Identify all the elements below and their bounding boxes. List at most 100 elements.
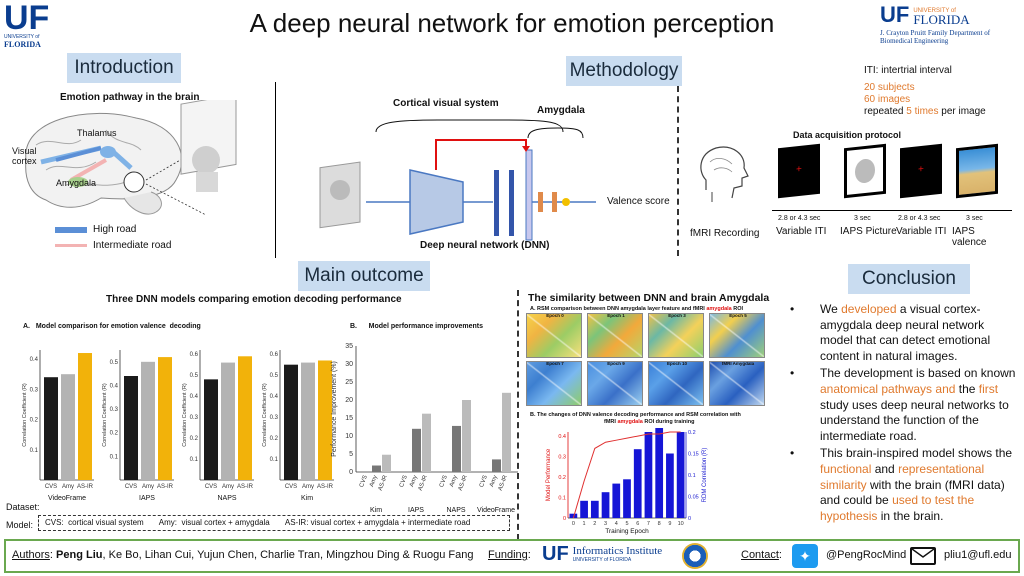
dataset-label: Dataset:	[6, 502, 40, 512]
rsm-matrix: fMRI Amygdala	[709, 361, 765, 406]
x-tick-label: AS-IR	[418, 474, 429, 492]
group-label: NAPS	[446, 507, 465, 514]
bar	[318, 360, 332, 480]
y-tick-label-right: 0.2	[688, 430, 696, 436]
iti-note: ITI: intertrial interval	[864, 65, 952, 76]
legend-intermediate-road: Intermediate road	[55, 240, 171, 251]
bar	[158, 357, 172, 480]
twitter-icon[interactable]: ✦	[792, 544, 818, 568]
bar	[422, 413, 431, 472]
x-tick-label: CVS	[285, 484, 297, 490]
panel-b-title: B. Model performance improvements	[350, 323, 484, 330]
bar	[623, 479, 631, 518]
rsm-matrix: Epoch 5	[709, 313, 765, 358]
x-tick-label: CVS	[479, 475, 489, 489]
y-tick-label: 0.4	[190, 394, 199, 400]
x-tick-label: 8	[658, 521, 661, 527]
y-tick-label: 0.5	[110, 360, 119, 366]
x-tick-label: 9	[668, 521, 671, 527]
y-tick-label: 0.2	[30, 418, 39, 424]
y-tick-label: 0.4	[270, 394, 279, 400]
y-tick-label: 30	[345, 361, 353, 368]
y-tick-label-left: 0.2	[558, 475, 566, 481]
uf-logo-right-text: UF	[880, 2, 910, 27]
rsm-epoch-label: fMRI Amygdala	[721, 361, 755, 366]
email-address[interactable]: pliu1@ufl.edu	[944, 549, 1012, 561]
y-tick-label: 35	[345, 343, 353, 350]
uf-logo-right-line1: UNIVERSITY of	[913, 8, 956, 14]
sim-sub-b-red: amygdala	[617, 419, 643, 425]
x-tick-label: Amy	[409, 475, 419, 488]
amygdala-label: Amygdala	[537, 105, 585, 116]
bar	[238, 356, 252, 480]
dnn-diagram	[319, 119, 596, 241]
y-axis-label: Performance Improvement (%)	[331, 361, 338, 457]
bar	[633, 449, 642, 518]
bar	[601, 492, 610, 518]
bar	[502, 392, 511, 472]
uf-logo-right: UF UNIVERSITY of FLORIDA J. Crayton Prui…	[880, 4, 1020, 54]
conclusion-item-2: •The development is based on known anato…	[790, 366, 1016, 443]
x-tick-label: Amy	[142, 484, 154, 490]
y-tick-label-left: 0	[563, 516, 566, 522]
protocol-title: Data acquisition protocol	[793, 130, 902, 140]
y-tick-label-right: 0.15	[688, 452, 699, 458]
y-tick-label: 0.3	[30, 387, 39, 393]
protocol-valence-screen	[956, 143, 998, 199]
conclusion-heading: Conclusion	[848, 264, 970, 294]
uf-mark-icon: UF	[542, 543, 569, 565]
twitter-handle[interactable]: @PengRocMind	[826, 549, 907, 561]
x-tick-label: CVS	[205, 484, 217, 490]
x-tick-label: 7	[647, 521, 650, 527]
label-amygdala: Amygdala	[56, 178, 97, 188]
nsf-logo-icon	[682, 543, 708, 569]
legend-high-road-label: High road	[93, 224, 137, 235]
similarity-title: The similarity between DNN and brain Amy…	[528, 292, 770, 304]
y-tick-label-left: 0.3	[558, 455, 566, 461]
rsm-diagonal	[527, 362, 581, 405]
x-tick-label: 4	[615, 521, 618, 527]
funding-univ: UNIVERSITY of FLORIDA	[572, 557, 632, 563]
x-tick-label: CVS	[399, 475, 409, 489]
y-tick-label: 0.5	[270, 373, 279, 379]
y-axis-label: Correlation Coefficient (R)	[182, 383, 188, 447]
high-road-arrow-icon	[55, 226, 87, 233]
x-tick-label: CVS	[45, 484, 57, 490]
sim-sub-a-pre: A. RSM comparison between DNN amygdala l…	[530, 306, 707, 312]
rsm-diagonal	[588, 314, 642, 357]
y-tick-label: 0.1	[30, 448, 39, 454]
protocol-label-1: Variable ITI	[776, 226, 827, 237]
model-description-box: CVS: cortical visual system Amy: visual …	[38, 515, 510, 531]
legend-intermediate-road-label: Intermediate road	[93, 240, 172, 251]
protocol-baseline	[772, 210, 1012, 211]
y-tick-label: 10	[345, 433, 353, 440]
rsm-epoch-label: Epoch 1	[607, 313, 625, 318]
y-tick-label: 15	[345, 415, 353, 422]
uf-logo-line1: UNIVERSITY of	[4, 34, 40, 40]
protocol-iaps-picture	[844, 143, 886, 199]
uf-logo-text: UF	[4, 0, 50, 37]
y-axis-label-left: Model Performance	[546, 448, 552, 501]
y-tick-label: 0.3	[270, 415, 279, 421]
subjects-count: 20 subjects	[864, 82, 915, 93]
x-tick-label: CVS	[125, 484, 137, 490]
sim-sub-b-2b: ROI during training	[642, 419, 695, 425]
mail-icon[interactable]	[910, 547, 936, 565]
bar	[61, 374, 75, 480]
bar	[666, 453, 674, 518]
rsm-diagonal	[649, 314, 703, 357]
main-outcome-subtitle: Three DNN models comparing emotion decod…	[106, 294, 402, 305]
funding-label: Funding	[488, 549, 528, 561]
rsm-matrix: Epoch 9	[587, 361, 643, 406]
bar	[590, 500, 599, 518]
y-tick-label: 0.2	[110, 431, 119, 437]
rsm-diagonal	[649, 362, 703, 405]
y-tick-label: 0.3	[110, 407, 119, 413]
rsm-matrix: Epoch 10	[648, 361, 704, 406]
uf-logo-line2: FLORIDA	[4, 40, 41, 49]
rsm-diagonal	[710, 314, 764, 357]
y-tick-label: 0.5	[190, 373, 199, 379]
